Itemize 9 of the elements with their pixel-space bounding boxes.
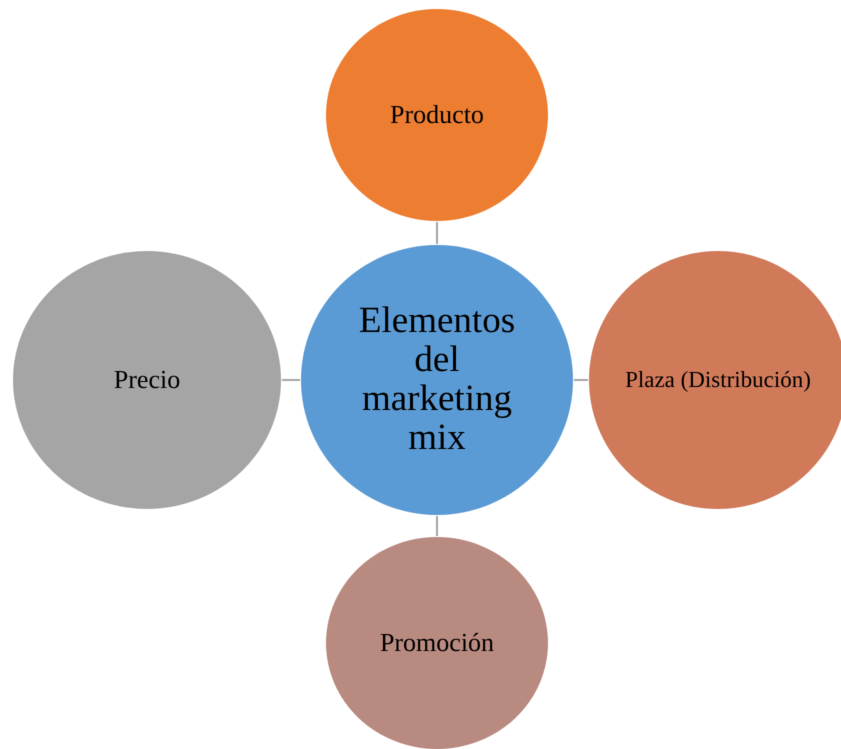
connector-line xyxy=(282,379,300,381)
node-label: Plaza (Distribución) xyxy=(624,368,812,392)
node-label: Elementos del marketing mix xyxy=(358,302,516,458)
node-label: Precio xyxy=(112,366,182,394)
connector-line xyxy=(574,379,588,381)
connector-line xyxy=(436,516,438,536)
node-label: Promoción xyxy=(378,629,496,657)
node-label: Producto xyxy=(389,101,485,129)
connector-line xyxy=(436,222,438,244)
